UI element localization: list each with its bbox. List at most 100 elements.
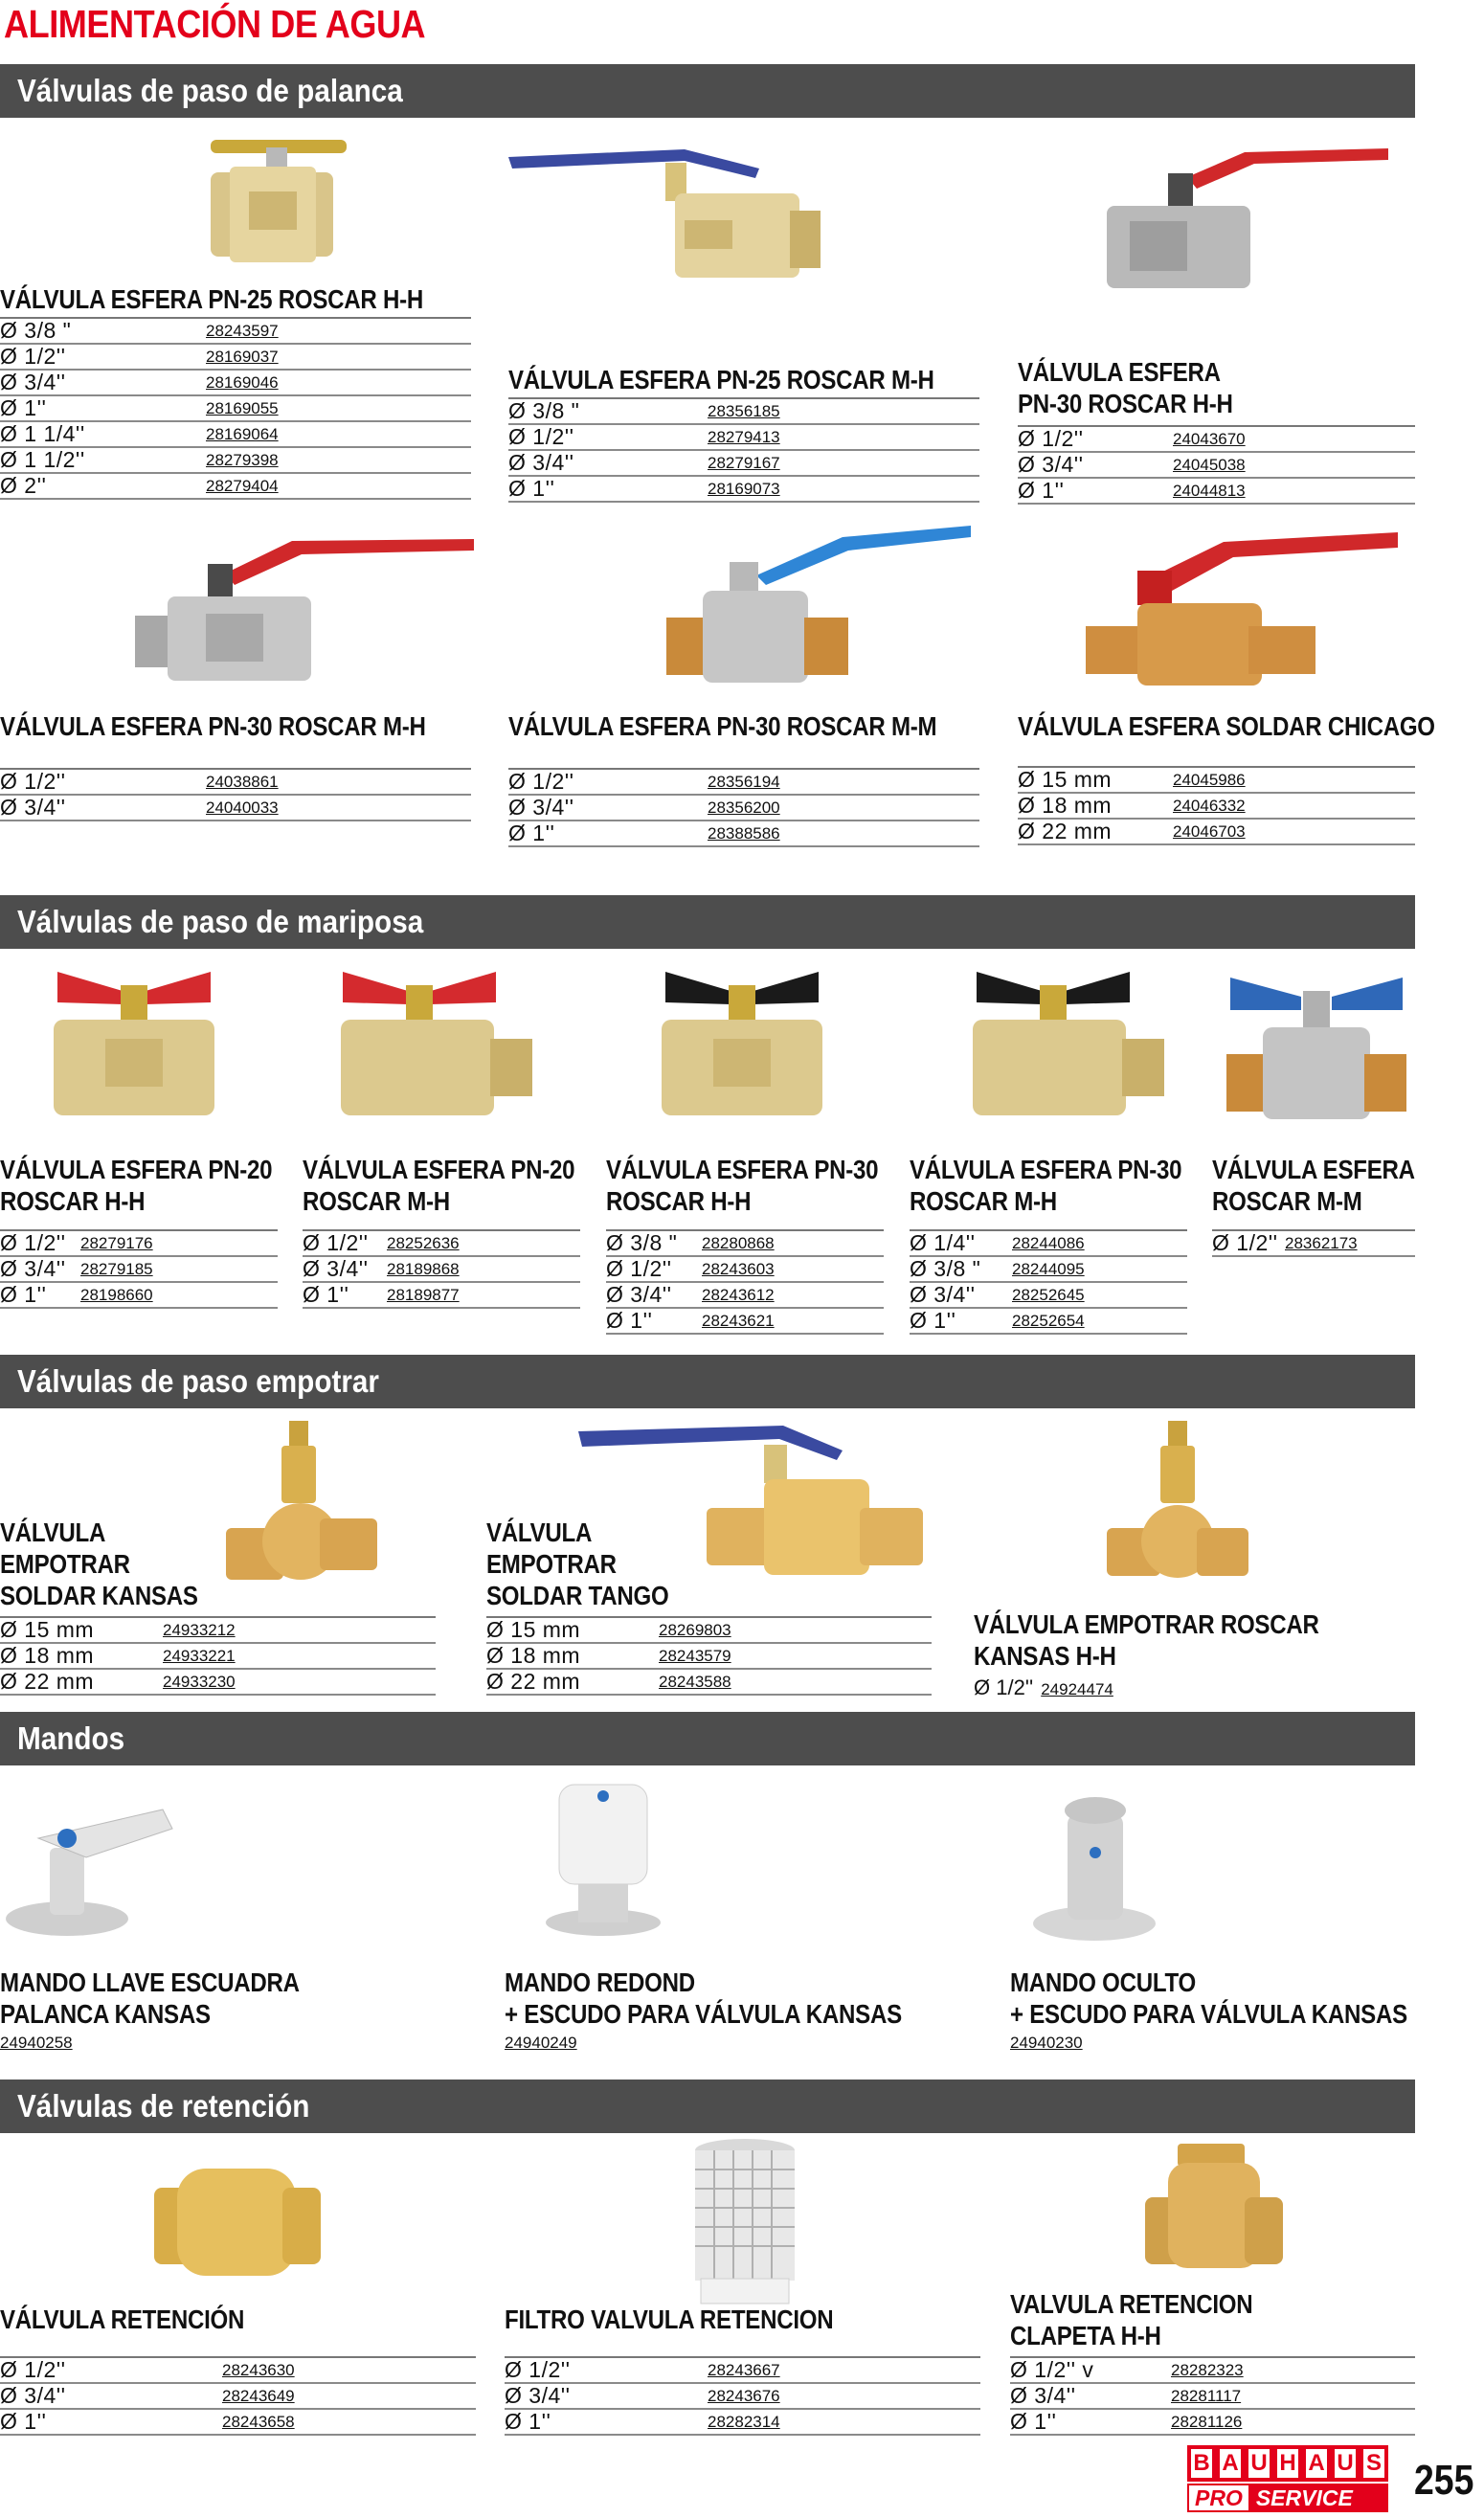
product-title: VÁLVULA: [486, 1518, 593, 1547]
product-title: MANDO REDOND: [505, 1967, 695, 1997]
embedded-valve-roscar-image: [1107, 1421, 1248, 1578]
product-title: VALVULA RETENCION: [1010, 2289, 1253, 2319]
table-row: Ø 1''28169055: [0, 395, 471, 422]
table-row: Ø 1/2''24038861: [0, 769, 471, 796]
section-header-mariposa: Válvulas de paso de mariposa: [0, 895, 1415, 949]
table-row: Ø 3/4''28169046: [0, 370, 471, 396]
table-row: Ø 3/4''28279167: [508, 450, 979, 477]
product-title: ROSCAR M-H: [303, 1186, 450, 1216]
spec-table-p4: Ø 1/2''24038861 Ø 3/4''24040033: [0, 769, 471, 821]
table-row: Ø 1/2''28243667: [505, 2357, 980, 2384]
embedded-valve-tango-image: [578, 1426, 923, 1575]
spec-table-p3: Ø 1/2''24043670 Ø 3/4''24045038 Ø 1''240…: [1018, 426, 1415, 505]
table-row: Ø 3/4''28243612: [606, 1282, 884, 1309]
butterfly-valve-pn30-hh-image: [662, 972, 822, 1115]
title-divider: [0, 317, 471, 319]
section-header-mandos: Mandos: [0, 1712, 1415, 1765]
spec-table-m1: Ø 1/2''28279176 Ø 3/4''28279185 Ø 1''281…: [0, 1230, 278, 1309]
lever-ball-valve-hh-image: [211, 140, 347, 262]
title-divider: [910, 1229, 1187, 1231]
flap-check-valve-image: [1145, 2144, 1283, 2268]
table-row: Ø 3/8 "28280868: [606, 1230, 884, 1257]
table-row: Ø 1''28388586: [508, 821, 979, 847]
product-title: PN-30 ROSCAR H-H: [1018, 389, 1233, 418]
table-row: Ø 1''28198660: [0, 1282, 278, 1309]
table-row: Ø 1''28281126: [1010, 2409, 1415, 2436]
title-divider: [486, 1616, 932, 1618]
table-row: Ø 1''28243658: [0, 2409, 476, 2436]
product-title: VÁLVULA ESFERA SOLDAR CHICAGO: [1018, 711, 1435, 741]
product-title: SOLDAR TANGO: [486, 1581, 669, 1610]
spec-table-m3: Ø 3/8 "28280868 Ø 1/2''28243603 Ø 3/4''2…: [606, 1230, 884, 1335]
product-code: 24940249: [505, 2034, 577, 2052]
hidden-handle-image: [1033, 1797, 1156, 1941]
table-row: Ø 3/4''24040033: [0, 795, 471, 821]
product-code: 24940230: [1010, 2034, 1083, 2052]
title-divider: [0, 1229, 278, 1231]
table-row: Ø 3/4''28281117: [1010, 2383, 1415, 2410]
product-title: VÁLVULA RETENCIÓN: [0, 2304, 245, 2334]
check-valve-image: [154, 2169, 321, 2276]
title-divider: [0, 1616, 436, 1618]
lever-ball-valve-mh-image: [508, 149, 821, 278]
product-title: MANDO LLAVE ESCUADRA: [0, 1967, 300, 1997]
bauhaus-wordmark: B A U H A U S: [1187, 2445, 1388, 2482]
embedded-valve-kansas-image: [226, 1421, 377, 1580]
table-row: Ø 3/4''28279185: [0, 1256, 278, 1283]
table-row: Ø 1/4''28244086: [910, 1230, 1187, 1257]
title-divider: [0, 768, 471, 770]
table-row: Ø 1/2''28356194: [508, 769, 979, 796]
title-divider: [508, 768, 979, 770]
spec-table-m5: Ø 1/2''28362173: [1212, 1230, 1415, 1257]
table-row: Ø 1 1/4''28169064: [0, 421, 471, 448]
page-title: ALIMENTACIÓN DE AGUA: [4, 2, 426, 46]
page-number: 255: [1414, 2457, 1474, 2504]
check-valve-filter-image: [695, 2139, 795, 2304]
table-row: Ø 3/4''28356200: [508, 795, 979, 821]
butterfly-valve-mm-image: [1226, 978, 1406, 1119]
table-row: Ø 1''28189877: [303, 1282, 580, 1309]
table-row: Ø 3/4''28252645: [910, 1282, 1187, 1309]
butterfly-valve-pn30-mh-image: [973, 972, 1164, 1115]
title-divider: [1010, 2356, 1415, 2358]
table-row: Ø 1''28169073: [508, 476, 979, 503]
title-divider: [303, 1229, 580, 1231]
title-divider: [1018, 425, 1415, 427]
product-title: KANSAS H-H: [974, 1641, 1116, 1671]
product-title: VÁLVULA ESFERA PN-20: [303, 1155, 575, 1184]
title-divider: [505, 2356, 980, 2358]
spec-table-r2: Ø 1/2''28243667 Ø 3/4''28243676 Ø 1''282…: [505, 2357, 980, 2436]
lever-ball-valve-pn30-mm-image: [666, 526, 971, 683]
table-row: Ø 3/4''24045038: [1018, 452, 1415, 479]
table-row: Ø 3/4''28189868: [303, 1256, 580, 1283]
product-title: MANDO OCULTO: [1010, 1967, 1196, 1997]
product-title: VÁLVULA ESFERA PN-30 ROSCAR M-M: [508, 711, 937, 741]
table-row: Ø 1''28282314: [505, 2409, 980, 2436]
product-title: VÁLVULA ESFERA: [1212, 1155, 1415, 1184]
product-title: VÁLVULA ESFERA PN-30: [606, 1155, 879, 1184]
table-row: Ø 1''28243621: [606, 1308, 884, 1335]
table-row: Ø 3/4''28243676: [505, 2383, 980, 2410]
table-row: Ø 3/8 "28356185: [508, 398, 979, 425]
product-title: VÁLVULA ESFERA PN-20: [0, 1155, 273, 1184]
table-row: Ø 1/2''28279176: [0, 1230, 278, 1257]
lever-ball-valve-pn30-mh-image: [135, 539, 474, 681]
product-title: EMPOTRAR: [486, 1549, 617, 1579]
title-divider: [606, 1229, 884, 1231]
table-row: Ø 1/2''24043670: [1018, 426, 1415, 453]
lever-ball-valve-solder-image: [1086, 532, 1398, 686]
product-title: PALANCA KANSAS: [0, 1999, 211, 2029]
title-divider: [1018, 766, 1415, 768]
product-title: VÁLVULA ESFERA PN-25 ROSCAR H-H: [0, 284, 423, 314]
